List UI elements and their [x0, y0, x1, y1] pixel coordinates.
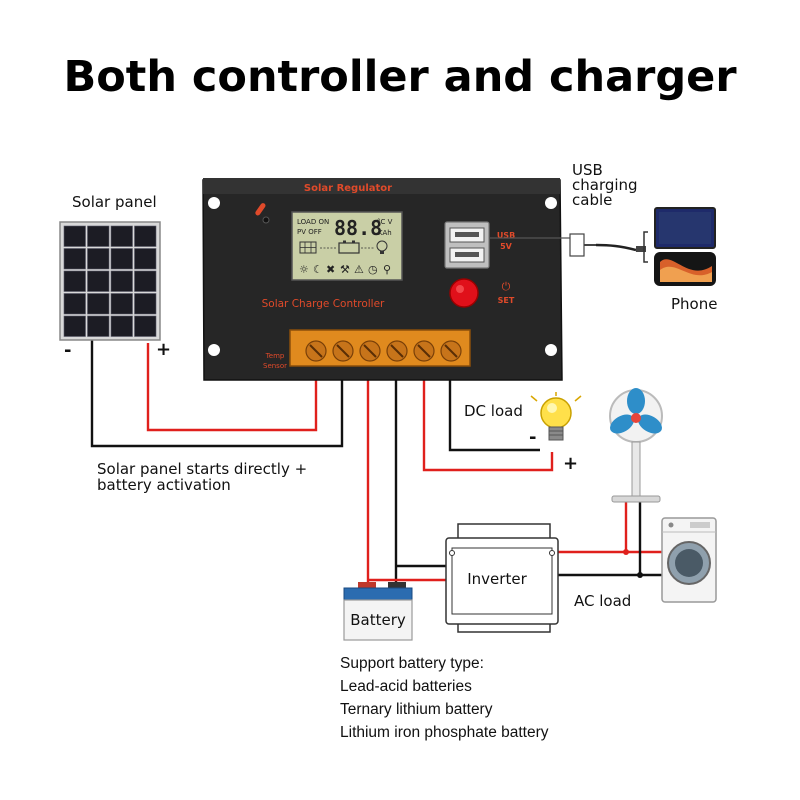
terminal-screw-slot [390, 344, 404, 358]
terminal-screw-slot [309, 344, 323, 358]
panel-note-line1: Solar panel starts directly + [97, 460, 308, 478]
battery-type-item: Lithium iron phosphate battery [340, 724, 549, 741]
temp-label: Temp [265, 352, 285, 360]
inverter-label: Inverter [467, 570, 527, 588]
solar-cell [87, 248, 110, 270]
solar-cell [134, 293, 157, 315]
solar-panel-label: Solar panel [72, 193, 157, 211]
solar-cell [63, 293, 86, 315]
power-icon: ⏻ [502, 280, 511, 293]
set-label: SET [498, 296, 515, 305]
mount-hole [208, 344, 220, 356]
battery-types: Support battery type: Lead-acid batterie… [340, 652, 549, 744]
bulb-icon [376, 240, 388, 254]
ac-junction-dot [623, 549, 629, 555]
fan-icon [609, 388, 663, 503]
dc-plus-sign: + [563, 453, 579, 474]
solar-cell [87, 293, 110, 315]
usb-voltage-label: 5V [500, 242, 513, 251]
mount-hole [208, 197, 220, 209]
lcd-pv-status: PV OFF [297, 228, 322, 236]
battery-label: Battery [350, 611, 406, 629]
lcd-screen [291, 211, 403, 281]
usb-cable [490, 231, 648, 263]
bulb-icon [530, 392, 582, 441]
washing-machine-icon [661, 517, 717, 603]
mount-hole [545, 344, 557, 356]
usb-cable-label-line2: charging [572, 176, 638, 194]
solar-cell [110, 270, 133, 292]
panel-negative-wire [90, 340, 344, 448]
lcd-unit-top: °C V [377, 218, 393, 226]
solar-cell [110, 248, 133, 270]
lcd-digits: 88.8 [334, 216, 382, 240]
terminal-screw-slot [363, 344, 377, 358]
solar-cell [134, 270, 157, 292]
wrench-icon: ⚒ [340, 263, 350, 276]
solar-panel [59, 221, 161, 341]
terminal-screw-slot [417, 344, 431, 358]
set-button[interactable] [449, 278, 479, 308]
solar-cell [110, 225, 133, 247]
solar-cell [87, 270, 110, 292]
page-title: Both controller and charger [63, 52, 737, 102]
solar-cell [134, 248, 157, 270]
panel-positive-wire [146, 343, 318, 432]
usb-cable-label-line3: cable [572, 191, 613, 209]
terminal-screw-slot [336, 344, 350, 358]
terminal-screw-slot [444, 344, 458, 358]
battery-icon [320, 240, 374, 254]
clock-icon: ◷ [368, 263, 378, 276]
moon-icon: ☾ [313, 263, 323, 276]
ac-load-label: AC load [574, 592, 632, 610]
panel-plus-sign: + [156, 339, 172, 360]
dc-minus-sign: - [529, 427, 537, 448]
usb-port-label: USB [497, 231, 515, 240]
battery-type-item: Lead-acid batteries [340, 678, 472, 695]
thermometer-icon [255, 203, 270, 224]
ac-junction-dot [637, 572, 643, 578]
solar-cell [134, 225, 157, 247]
controller-name: Solar Charge Controller [262, 298, 385, 310]
battery-types-heading: Support battery type: [340, 655, 484, 672]
panel-minus-sign: - [64, 340, 72, 361]
alert-icon: ⚠ [354, 263, 364, 276]
solar-cell [110, 293, 133, 315]
wires [90, 340, 662, 590]
charge-controller: Solar Regulator LOAD ON PV OFF 88.8 °C V… [202, 178, 563, 381]
solar-cell [87, 315, 110, 337]
dc-load-label: DC load [464, 402, 523, 420]
solar-cell [63, 248, 86, 270]
lamp-icon: ⚲ [383, 263, 391, 276]
sensor-label: Sensor [263, 362, 287, 370]
phone [654, 207, 716, 286]
phone-label: Phone [671, 295, 718, 313]
usb-cable-label-line1: USB [572, 161, 603, 179]
panel-note-line2: battery activation [97, 476, 231, 494]
controller-brand: Solar Regulator [304, 183, 392, 194]
pv-panel-icon [299, 241, 317, 254]
solar-cell [63, 225, 86, 247]
dc-load-negative-wire [448, 365, 540, 452]
lcd-load-status: LOAD ON [297, 218, 329, 226]
solar-cell [63, 315, 86, 337]
usb-ports [444, 221, 490, 269]
terminal-screws [305, 340, 462, 362]
lcd-unit-bottom: KAh [378, 229, 392, 237]
solar-cell [87, 225, 110, 247]
battery-icon [343, 582, 413, 641]
solar-cell [110, 315, 133, 337]
solar-cell [134, 315, 157, 337]
solar-cell [63, 270, 86, 292]
inverter [445, 523, 559, 633]
panel-cells [63, 225, 157, 337]
dc-load-positive-wire [422, 365, 554, 472]
battery-type-item: Ternary lithium battery [340, 701, 493, 718]
sun-icon: ☼ [299, 263, 309, 276]
warning-icon: ✖ [326, 263, 335, 276]
mount-hole [545, 197, 557, 209]
